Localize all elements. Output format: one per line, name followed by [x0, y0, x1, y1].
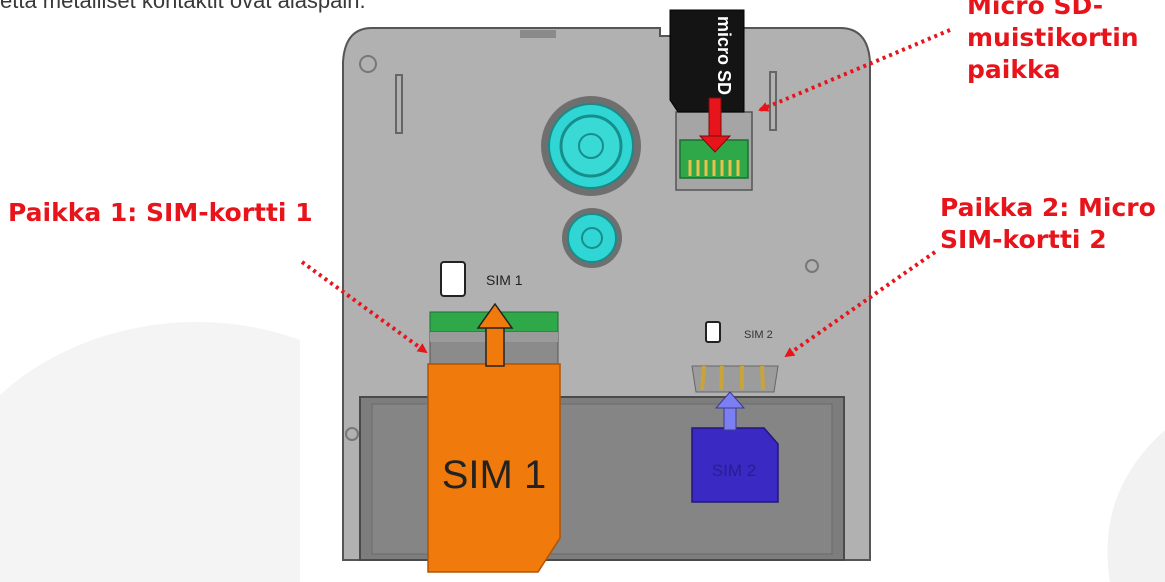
microsd-card: micro SD: [669, 9, 745, 113]
sim1-card-label: SIM 1: [442, 453, 546, 497]
slot2-callout-arrow: [784, 250, 937, 358]
micro-sd-callout-line-1: Micro SD-: [967, 0, 1104, 20]
microsd-insert-arrow: [698, 97, 732, 153]
sim1-slot-icon: [440, 261, 466, 297]
slot2-callout: Paikka 2: Micro SIM-kortti 2: [940, 192, 1156, 256]
sim2-contacts: [691, 365, 779, 393]
screw-hole-right: [805, 259, 819, 273]
sim1-slot-label: SIM 1: [486, 272, 523, 288]
background-swoosh-right: [1107, 430, 1165, 582]
sim2-insert-arrow: [714, 391, 746, 431]
slot2-callout-line-1: Paikka 2: Micro: [940, 193, 1156, 222]
sim2-card: [691, 427, 779, 503]
slot1-callout: Paikka 1: SIM-kortti 1: [8, 197, 313, 229]
background-swoosh-left: [0, 321, 300, 582]
sim2-card-label: SIM 2: [712, 461, 756, 480]
sim2-contact-pins: [700, 365, 765, 391]
screw-hole-top-left: [359, 55, 377, 73]
slot1-callout-arrow: [300, 260, 428, 354]
camera-lens-icon: [541, 96, 641, 196]
slot2-callout-line-2: SIM-kortti 2: [940, 225, 1107, 254]
sim2-slot-label: SIM 2: [744, 329, 773, 341]
screw-hole-left-bottom: [345, 427, 359, 441]
top-notch: [520, 30, 556, 38]
intro-text: että metalliset kontaktit ovat alaspäin.: [0, 0, 366, 13]
sim1-card: [427, 363, 561, 573]
sim2-slot-icon: [705, 321, 721, 343]
microsd-card-text: micro SD: [714, 16, 734, 95]
micro-sd-callout: Micro SD- muistikortin paikka: [967, 0, 1139, 86]
micro-sd-callout-line-2: muistikortin: [967, 23, 1139, 52]
sim1-insert-arrow: [476, 302, 514, 367]
flash-icon: [562, 208, 622, 268]
slot1-callout-line-1: Paikka 1: SIM-kortti 1: [8, 198, 313, 227]
side-slit-right: [769, 71, 777, 131]
side-slit-left: [395, 74, 403, 134]
micro-sd-callout-line-3: paikka: [967, 55, 1061, 84]
